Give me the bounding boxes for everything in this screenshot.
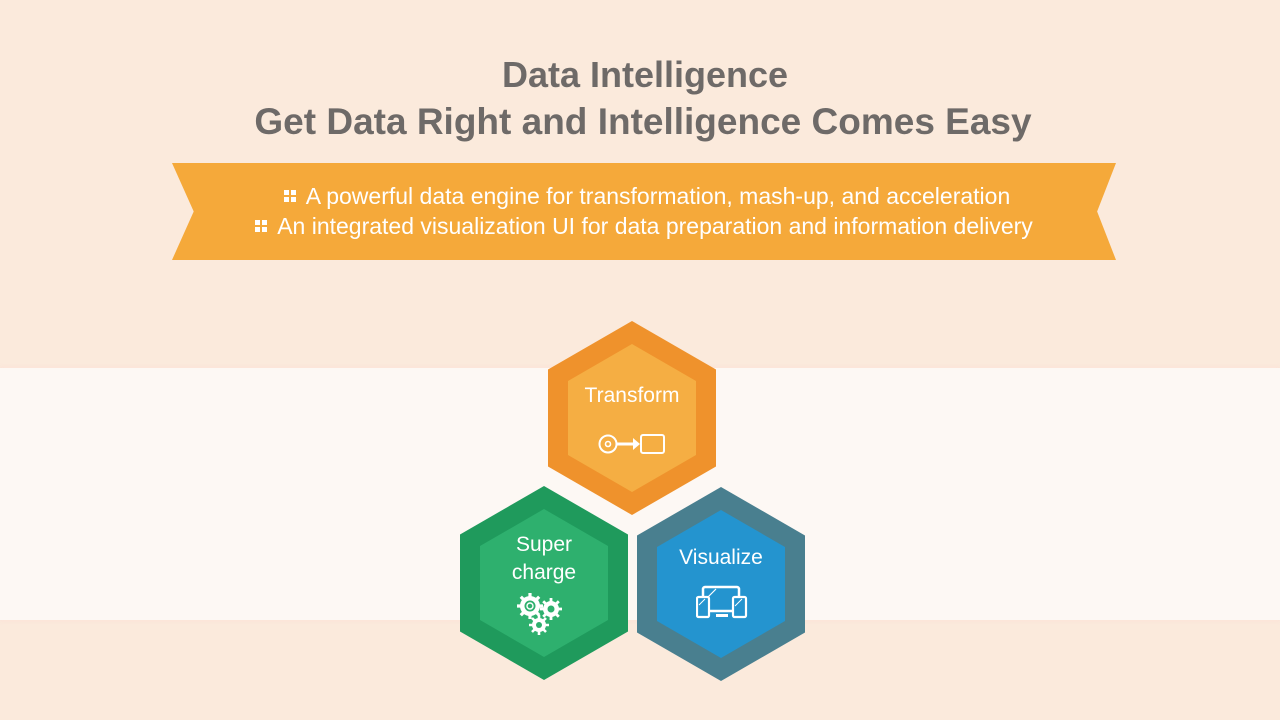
feature-banner: A powerful data engine for transformatio… xyxy=(172,163,1116,260)
hex-label-line1: Super xyxy=(515,533,573,556)
hex-inner xyxy=(657,510,785,658)
devices-icon xyxy=(696,585,748,619)
hex-transform: Transform xyxy=(548,321,716,515)
gears-icon xyxy=(517,593,562,635)
page-title: Data Intelligence xyxy=(501,54,789,95)
banner-item: An integrated visualization UI for data … xyxy=(172,212,1116,240)
grid-bullet-icon xyxy=(283,190,296,202)
hex-label: Transform xyxy=(584,384,680,407)
banner-item-text: An integrated visualization UI for data … xyxy=(277,213,1033,239)
banner-item: A powerful data engine for transformatio… xyxy=(175,182,1116,210)
banner-item-text: A powerful data engine for transformatio… xyxy=(305,183,1011,209)
hex-inner xyxy=(568,344,696,492)
hex-label: Visualize xyxy=(679,546,763,569)
hex-label-line2: charge xyxy=(511,561,577,584)
hex-inner xyxy=(480,509,608,657)
page-subtitle: Get Data Right and Intelligence Comes Ea… xyxy=(254,101,1032,142)
key-arrow-box-icon xyxy=(598,434,665,454)
grid-bullet-icon xyxy=(255,220,268,232)
